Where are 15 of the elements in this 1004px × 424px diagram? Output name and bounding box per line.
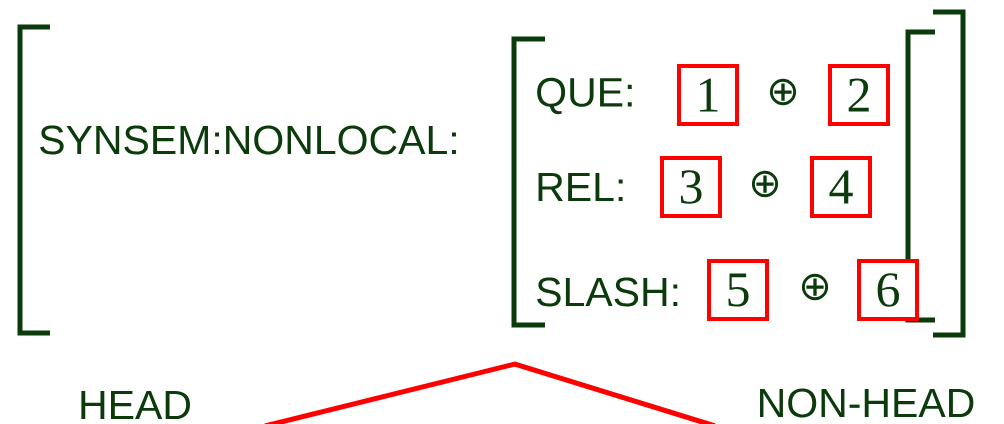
attribute-label: REL: xyxy=(538,172,623,202)
attribute-label: SLASH: xyxy=(537,277,678,307)
tag-box: 2 xyxy=(828,64,890,126)
oplus-symbol: ⊕ xyxy=(801,273,829,301)
attribute-label: SYNSEM:NONLOCAL: xyxy=(40,125,456,155)
tag-box: 5 xyxy=(707,259,769,321)
tag-box: 3 xyxy=(660,156,722,218)
tag-box: 1 xyxy=(677,64,739,126)
oplus-symbol: ⊕ xyxy=(769,78,797,106)
attribute-label: QUE: xyxy=(537,77,632,115)
daughter-label: HEAD xyxy=(81,390,190,420)
oplus-symbol: ⊕ xyxy=(751,170,779,198)
tag-box: 6 xyxy=(857,259,919,321)
daughter-label: NON-HEAD xyxy=(760,388,974,418)
tag-box: 4 xyxy=(810,156,872,218)
